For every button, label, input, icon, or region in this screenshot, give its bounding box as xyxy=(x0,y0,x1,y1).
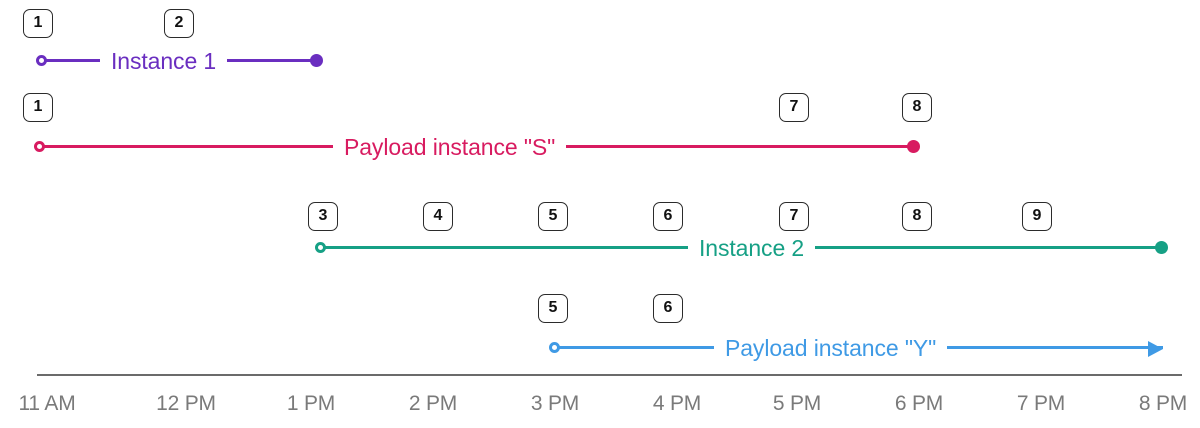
track-end-arrow[interactable] xyxy=(1148,340,1163,357)
track-start-marker[interactable] xyxy=(314,242,326,253)
step-badge[interactable]: 6 xyxy=(653,294,683,323)
step-badge[interactable]: 1 xyxy=(23,93,53,122)
axis-tick-label: 12 PM xyxy=(156,392,216,415)
step-badge[interactable]: 8 xyxy=(902,202,932,231)
axis-tick-label: 8 PM xyxy=(1138,392,1188,415)
track-label: Instance 2 xyxy=(688,233,816,263)
step-badge[interactable]: 6 xyxy=(653,202,683,231)
axis-tick-label: 3 PM xyxy=(530,392,580,415)
axis-tick-label: 2 PM xyxy=(408,392,458,415)
timeline-track[interactable]: Instance 2 xyxy=(0,233,1200,263)
step-badge[interactable]: 5 xyxy=(538,202,568,231)
track-label: Instance 1 xyxy=(100,46,228,76)
step-badge[interactable]: 7 xyxy=(779,202,809,231)
step-badge[interactable]: 5 xyxy=(538,294,568,323)
track-start-marker[interactable] xyxy=(548,342,560,353)
timeline-track[interactable]: Payload instance "S" xyxy=(0,132,1200,162)
step-badge[interactable]: 8 xyxy=(902,93,932,122)
time-axis-line xyxy=(37,374,1182,376)
step-badge[interactable]: 4 xyxy=(423,202,453,231)
track-start-marker[interactable] xyxy=(33,141,45,152)
track-end-marker[interactable] xyxy=(309,54,323,67)
track-start-marker[interactable] xyxy=(35,55,47,66)
axis-tick-label: 7 PM xyxy=(1016,392,1066,415)
step-badge[interactable]: 1 xyxy=(23,9,53,38)
axis-tick-label: 1 PM xyxy=(286,392,336,415)
track-end-marker[interactable] xyxy=(1154,241,1168,254)
axis-tick-label: 5 PM xyxy=(772,392,822,415)
timeline-track[interactable]: Instance 1 xyxy=(0,46,1200,76)
step-badge[interactable]: 7 xyxy=(779,93,809,122)
track-label: Payload instance "S" xyxy=(333,132,567,162)
step-badge[interactable]: 9 xyxy=(1022,202,1052,231)
axis-tick-label: 11 AM xyxy=(18,392,76,415)
timeline-track[interactable]: Payload instance "Y" xyxy=(0,333,1200,363)
axis-tick-label: 6 PM xyxy=(894,392,944,415)
step-badge[interactable]: 2 xyxy=(164,9,194,38)
axis-tick-label: 4 PM xyxy=(652,392,702,415)
step-badge[interactable]: 3 xyxy=(308,202,338,231)
track-end-marker[interactable] xyxy=(906,140,920,153)
track-label: Payload instance "Y" xyxy=(714,333,948,363)
